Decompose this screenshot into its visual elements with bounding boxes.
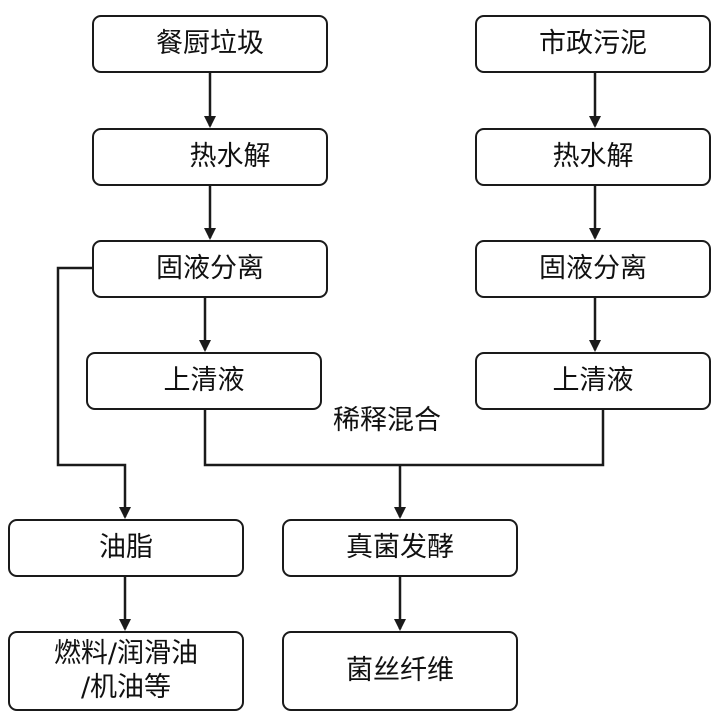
sludge-box: 市政污泥 (475, 15, 711, 73)
mycelium-fiber-label: 菌丝纤维 (346, 655, 454, 687)
separation-left-label: 固液分离 (156, 253, 264, 285)
oil-products-line1: 燃料/润滑油 (53, 638, 199, 670)
separation-right-box: 固液分离 (475, 240, 711, 298)
food-waste-box: 餐厨垃圾 (92, 15, 328, 73)
mix-label: 稀释混合 (333, 405, 441, 436)
hydrolysis-left-label: 热水解 (189, 141, 271, 173)
separation-left-box: 固液分离 (92, 240, 328, 298)
oil-products-line2: /机油等 (80, 672, 172, 703)
oil-products-box: 燃料/润滑油 /机油等 (8, 631, 244, 711)
fermentation-label: 真菌发酵 (346, 532, 454, 564)
fermentation-box: 真菌发酵 (282, 519, 518, 577)
arrow-separation-to-oil (56, 266, 131, 519)
hydrolysis-right-box: 热水解 (475, 128, 711, 186)
supernatant-right-label: 上清液 (552, 365, 634, 397)
merge-line (203, 410, 605, 467)
supernatant-left-box: 上清液 (86, 352, 322, 410)
separation-right-label: 固液分离 (539, 253, 647, 285)
sludge-label: 市政污泥 (539, 28, 647, 60)
supernatant-left-label: 上清液 (163, 365, 245, 397)
hydrolysis-left-box: 热水解 (92, 128, 328, 186)
oil-label: 油脂 (99, 532, 153, 564)
mycelium-fiber-box: 菌丝纤维 (282, 631, 518, 711)
hydrolysis-right-label: 热水解 (552, 141, 634, 173)
supernatant-right-box: 上清液 (475, 352, 711, 410)
food-waste-label: 餐厨垃圾 (156, 28, 264, 60)
oil-box: 油脂 (8, 519, 244, 577)
